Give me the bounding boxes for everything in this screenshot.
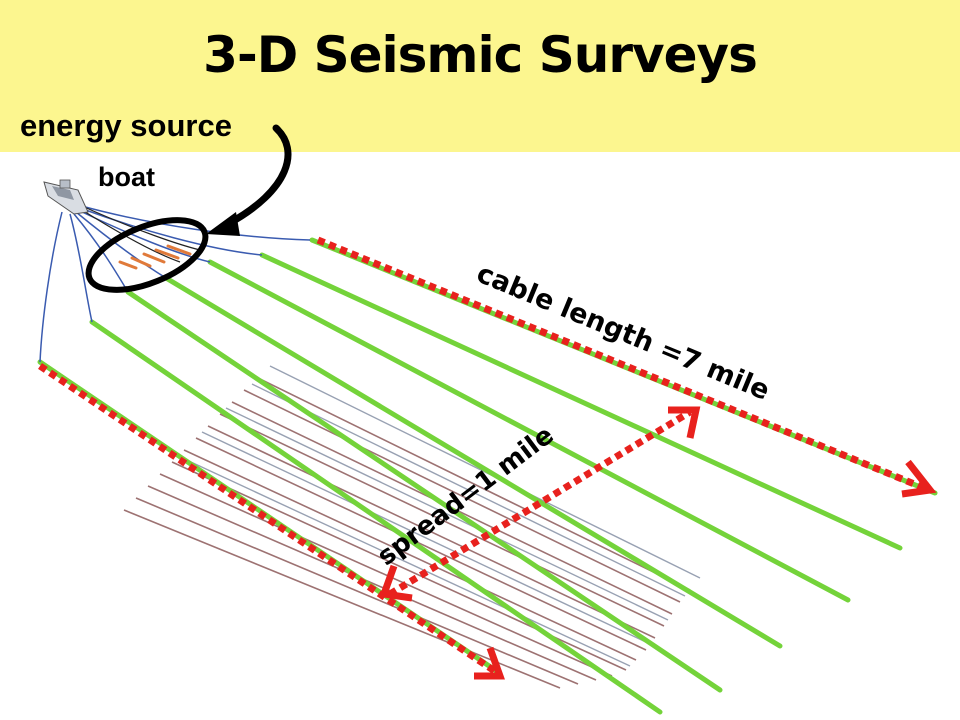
boat-icon xyxy=(43,179,89,215)
streamer-cable-5 xyxy=(125,289,723,693)
streamer-cable-2 xyxy=(259,252,903,551)
cable-length-arrowhead xyxy=(901,459,937,498)
page-title: 3-D Seismic Surveys xyxy=(203,26,758,84)
streamer-cable-6 xyxy=(89,319,663,715)
energy-source-label: energy source xyxy=(20,108,232,143)
spread-arrow-line xyxy=(388,409,692,597)
source-highlight-ellipse xyxy=(85,217,209,293)
tow-ropes xyxy=(39,204,311,363)
boat-label: boat xyxy=(98,162,155,192)
bottom-cable-arrowhead xyxy=(474,646,505,680)
spread-arrowhead-top xyxy=(668,406,701,439)
cable-length-arrow-line xyxy=(316,236,926,492)
title-banner xyxy=(0,0,960,152)
spread-arrowhead-bottom xyxy=(379,564,413,602)
measurement-arrows xyxy=(38,236,937,680)
streamer-cable-3 xyxy=(207,259,851,603)
bottom-cable-arrow-line xyxy=(38,363,498,675)
air-guns xyxy=(118,244,192,270)
source-pointer-arrow xyxy=(206,124,292,236)
streamer-cable-4 xyxy=(163,275,783,649)
